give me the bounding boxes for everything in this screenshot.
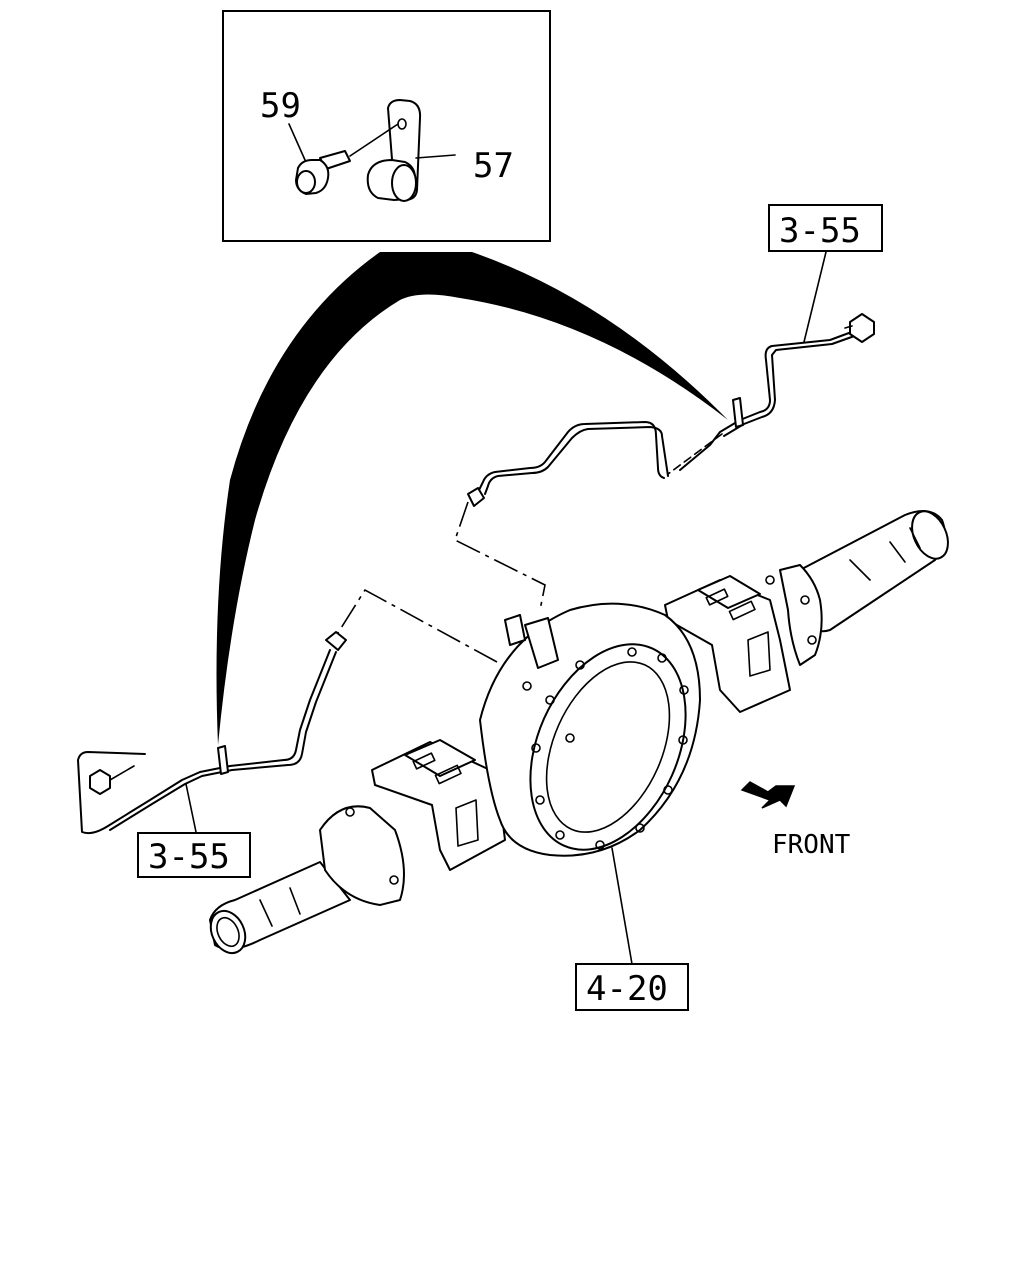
detail-inset: 59 57 xyxy=(222,10,551,242)
callout-57: 57 xyxy=(473,146,514,186)
front-direction-indicator: FRONT xyxy=(740,781,851,860)
front-arrow-icon xyxy=(740,781,796,809)
ref-label-4-20: 4-20 xyxy=(586,969,668,1009)
ref-box-top-right: 3-55 xyxy=(768,204,883,343)
rear-axle-housing xyxy=(209,510,949,955)
front-label: FRONT xyxy=(772,830,851,860)
flange-bolt-part xyxy=(288,123,399,195)
ref-box-axle: 4-20 xyxy=(575,847,689,1011)
ref-label-3-55-bottom: 3-55 xyxy=(148,837,230,877)
brake-pipe-left xyxy=(77,588,498,835)
ref-label-3-55-top: 3-55 xyxy=(779,211,861,251)
housing-bolt-holes xyxy=(522,647,689,850)
brake-pipe-right xyxy=(454,313,875,611)
ref-box-bottom-left: 3-55 xyxy=(137,783,251,878)
callout-59: 59 xyxy=(260,86,301,126)
